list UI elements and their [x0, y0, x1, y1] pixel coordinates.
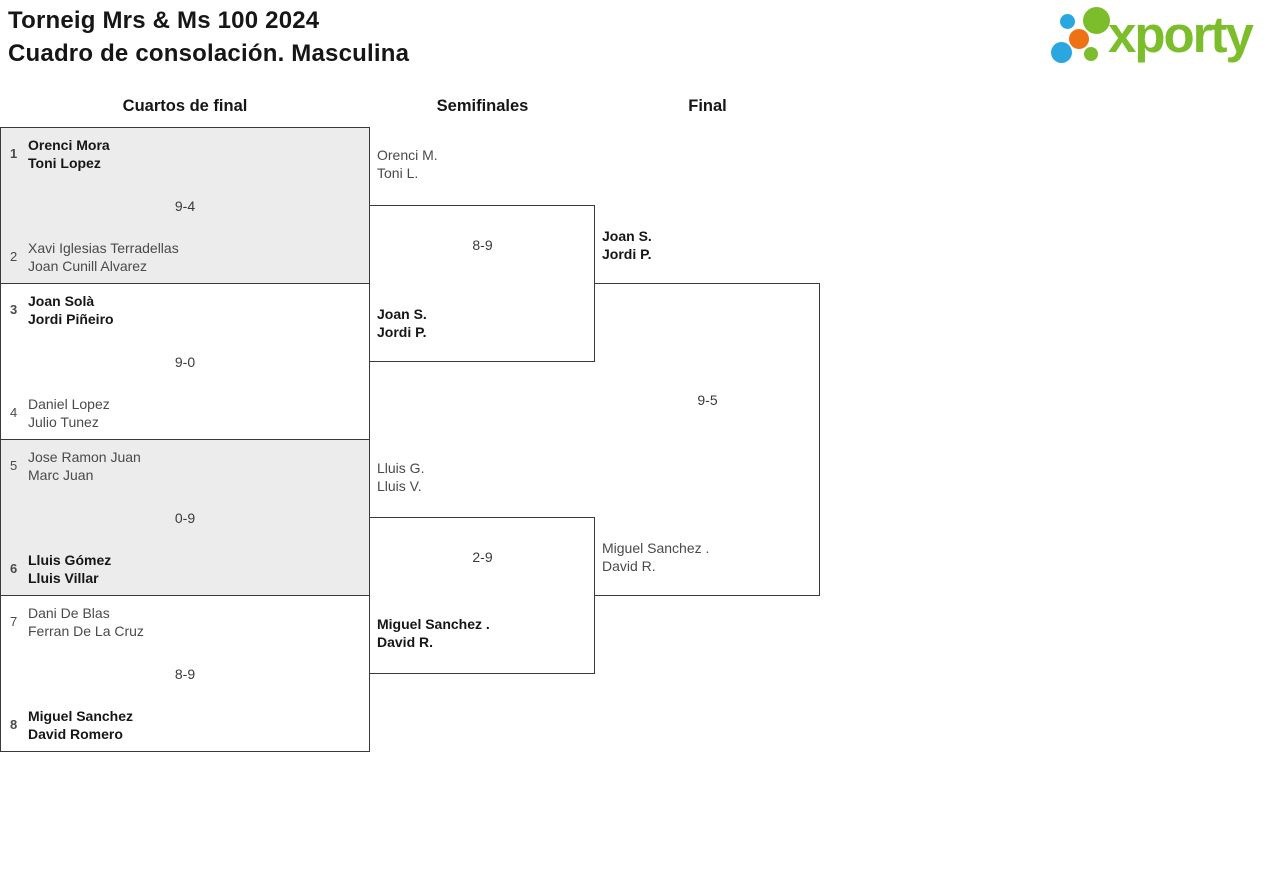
match-quarterfinal-2[interactable]: 3 Joan Solà Jordi Piñeiro 9-0 4 Daniel L… — [0, 283, 370, 440]
seed-number: 5 — [10, 458, 18, 473]
page-title: Torneig Mrs & Ms 100 2024 Cuadro de cons… — [8, 4, 409, 70]
round-header-semifinals: Semifinales — [436, 97, 529, 115]
final-connector — [595, 283, 820, 596]
logo-dot-blue-small-icon — [1060, 14, 1075, 29]
team-slot: 5 Jose Ramon Juan Marc Juan — [1, 448, 369, 484]
match-quarterfinal-1[interactable]: 1 Orenci Mora Toni Lopez 9-4 2 Xavi Igle… — [0, 127, 370, 284]
player-name: Orenci M. — [377, 147, 438, 163]
player-name: Miguel Sanchez — [28, 708, 134, 724]
round-header-final: Final — [688, 97, 727, 115]
draw-name: Cuadro de consolación. Masculina — [8, 40, 410, 67]
team-slot: 6 Lluis Gómez Lluis Villar — [1, 551, 369, 587]
player-name: Joan S. — [377, 306, 427, 322]
team-slot: 1 Orenci Mora Toni Lopez — [1, 136, 369, 172]
match-score: 8-9 — [174, 665, 196, 682]
team-names: Jose Ramon Juan Marc Juan — [28, 448, 141, 484]
round-header-quarterfinals: Cuartos de final — [122, 97, 248, 115]
seed-number: 1 — [10, 146, 18, 161]
final-score: 9-5 — [697, 392, 718, 408]
team-names: Daniel Lopez Julio Tunez — [28, 395, 110, 431]
player-name: David R. — [377, 634, 434, 650]
seed-number: 7 — [10, 614, 18, 629]
player-name: Joan Solà — [28, 293, 95, 309]
player-name: Orenci Mora — [28, 137, 110, 153]
team-names: Lluis Gómez Lluis Villar — [28, 551, 111, 587]
seed-number: 2 — [10, 249, 18, 264]
player-name: Jordi P. — [602, 246, 652, 262]
match-score: 9-4 — [174, 197, 196, 214]
team-names: Xavi Iglesias Terradellas Joan Cunill Al… — [28, 239, 179, 275]
player-name: Miguel Sanchez . — [602, 540, 710, 556]
team-slot: 3 Joan Solà Jordi Piñeiro — [1, 292, 369, 328]
semifinal-1-team-top: Orenci M. Toni L. — [377, 146, 438, 182]
match-score: 0-9 — [174, 509, 196, 526]
seed-number: 8 — [10, 717, 18, 732]
player-name: Joan S. — [602, 228, 652, 244]
xporty-logo[interactable]: xporty — [1048, 0, 1280, 75]
semifinal-2-team-bottom: Miguel Sanchez . David R. — [377, 615, 490, 651]
team-slot: 8 Miguel Sanchez David Romero — [1, 707, 369, 743]
semifinal-2-connector — [370, 517, 595, 674]
player-name: Xavi Iglesias Terradellas — [28, 240, 179, 256]
team-slot: 2 Xavi Iglesias Terradellas Joan Cunill … — [1, 239, 369, 275]
player-name: David R. — [602, 558, 656, 574]
player-name: Dani De Blas — [28, 605, 110, 621]
player-name: Marc Juan — [28, 467, 94, 483]
semifinal-2-score: 2-9 — [472, 549, 493, 565]
logo-dot-green-large-icon — [1083, 7, 1110, 34]
match-quarterfinal-4[interactable]: 7 Dani De Blas Ferran De La Cruz 8-9 8 M… — [0, 595, 370, 752]
semifinal-1-team-bottom: Joan S. Jordi P. — [377, 305, 427, 341]
player-name: Lluis V. — [377, 478, 422, 494]
player-name: Lluis Gómez — [28, 552, 112, 568]
player-name: Ferran De La Cruz — [28, 623, 144, 639]
team-names: Joan Solà Jordi Piñeiro — [28, 292, 114, 328]
team-slot: 7 Dani De Blas Ferran De La Cruz — [1, 604, 369, 640]
player-name: Jose Ramon Juan — [28, 449, 141, 465]
semifinal-1-score: 8-9 — [472, 237, 493, 253]
logo-dot-green-small-icon — [1084, 47, 1098, 61]
player-name: Lluis Villar — [28, 570, 99, 586]
final-team-top: Joan S. Jordi P. — [602, 227, 652, 263]
team-names: Dani De Blas Ferran De La Cruz — [28, 604, 144, 640]
logo-dot-orange-icon — [1069, 29, 1089, 49]
seed-number: 3 — [10, 302, 18, 317]
player-name: Julio Tunez — [28, 414, 99, 430]
match-score: 9-0 — [174, 353, 196, 370]
team-slot: 4 Daniel Lopez Julio Tunez — [1, 395, 369, 431]
player-name: Toni L. — [377, 165, 419, 181]
seed-number: 4 — [10, 405, 18, 420]
match-quarterfinal-3[interactable]: 5 Jose Ramon Juan Marc Juan 0-9 6 Lluis … — [0, 439, 370, 596]
player-name: Daniel Lopez — [28, 396, 110, 412]
player-name: Jordi Piñeiro — [28, 311, 114, 327]
semifinal-2-team-top: Lluis G. Lluis V. — [377, 459, 424, 495]
logo-wordmark: xporty — [1108, 6, 1254, 63]
team-names: Orenci Mora Toni Lopez — [28, 136, 110, 172]
seed-number: 6 — [10, 561, 18, 576]
player-name: Jordi P. — [377, 324, 427, 340]
logo-dot-blue-large-icon — [1051, 42, 1072, 63]
team-names: Miguel Sanchez David Romero — [28, 707, 133, 743]
player-name: Lluis G. — [377, 460, 425, 476]
player-name: Toni Lopez — [28, 155, 101, 171]
player-name: David Romero — [28, 726, 123, 742]
tournament-name: Torneig Mrs & Ms 100 2024 — [8, 7, 320, 34]
player-name: Joan Cunill Alvarez — [28, 258, 148, 274]
player-name: Miguel Sanchez . — [377, 616, 490, 632]
final-team-bottom: Miguel Sanchez . David R. — [602, 539, 709, 575]
semifinal-1-connector — [370, 205, 595, 362]
